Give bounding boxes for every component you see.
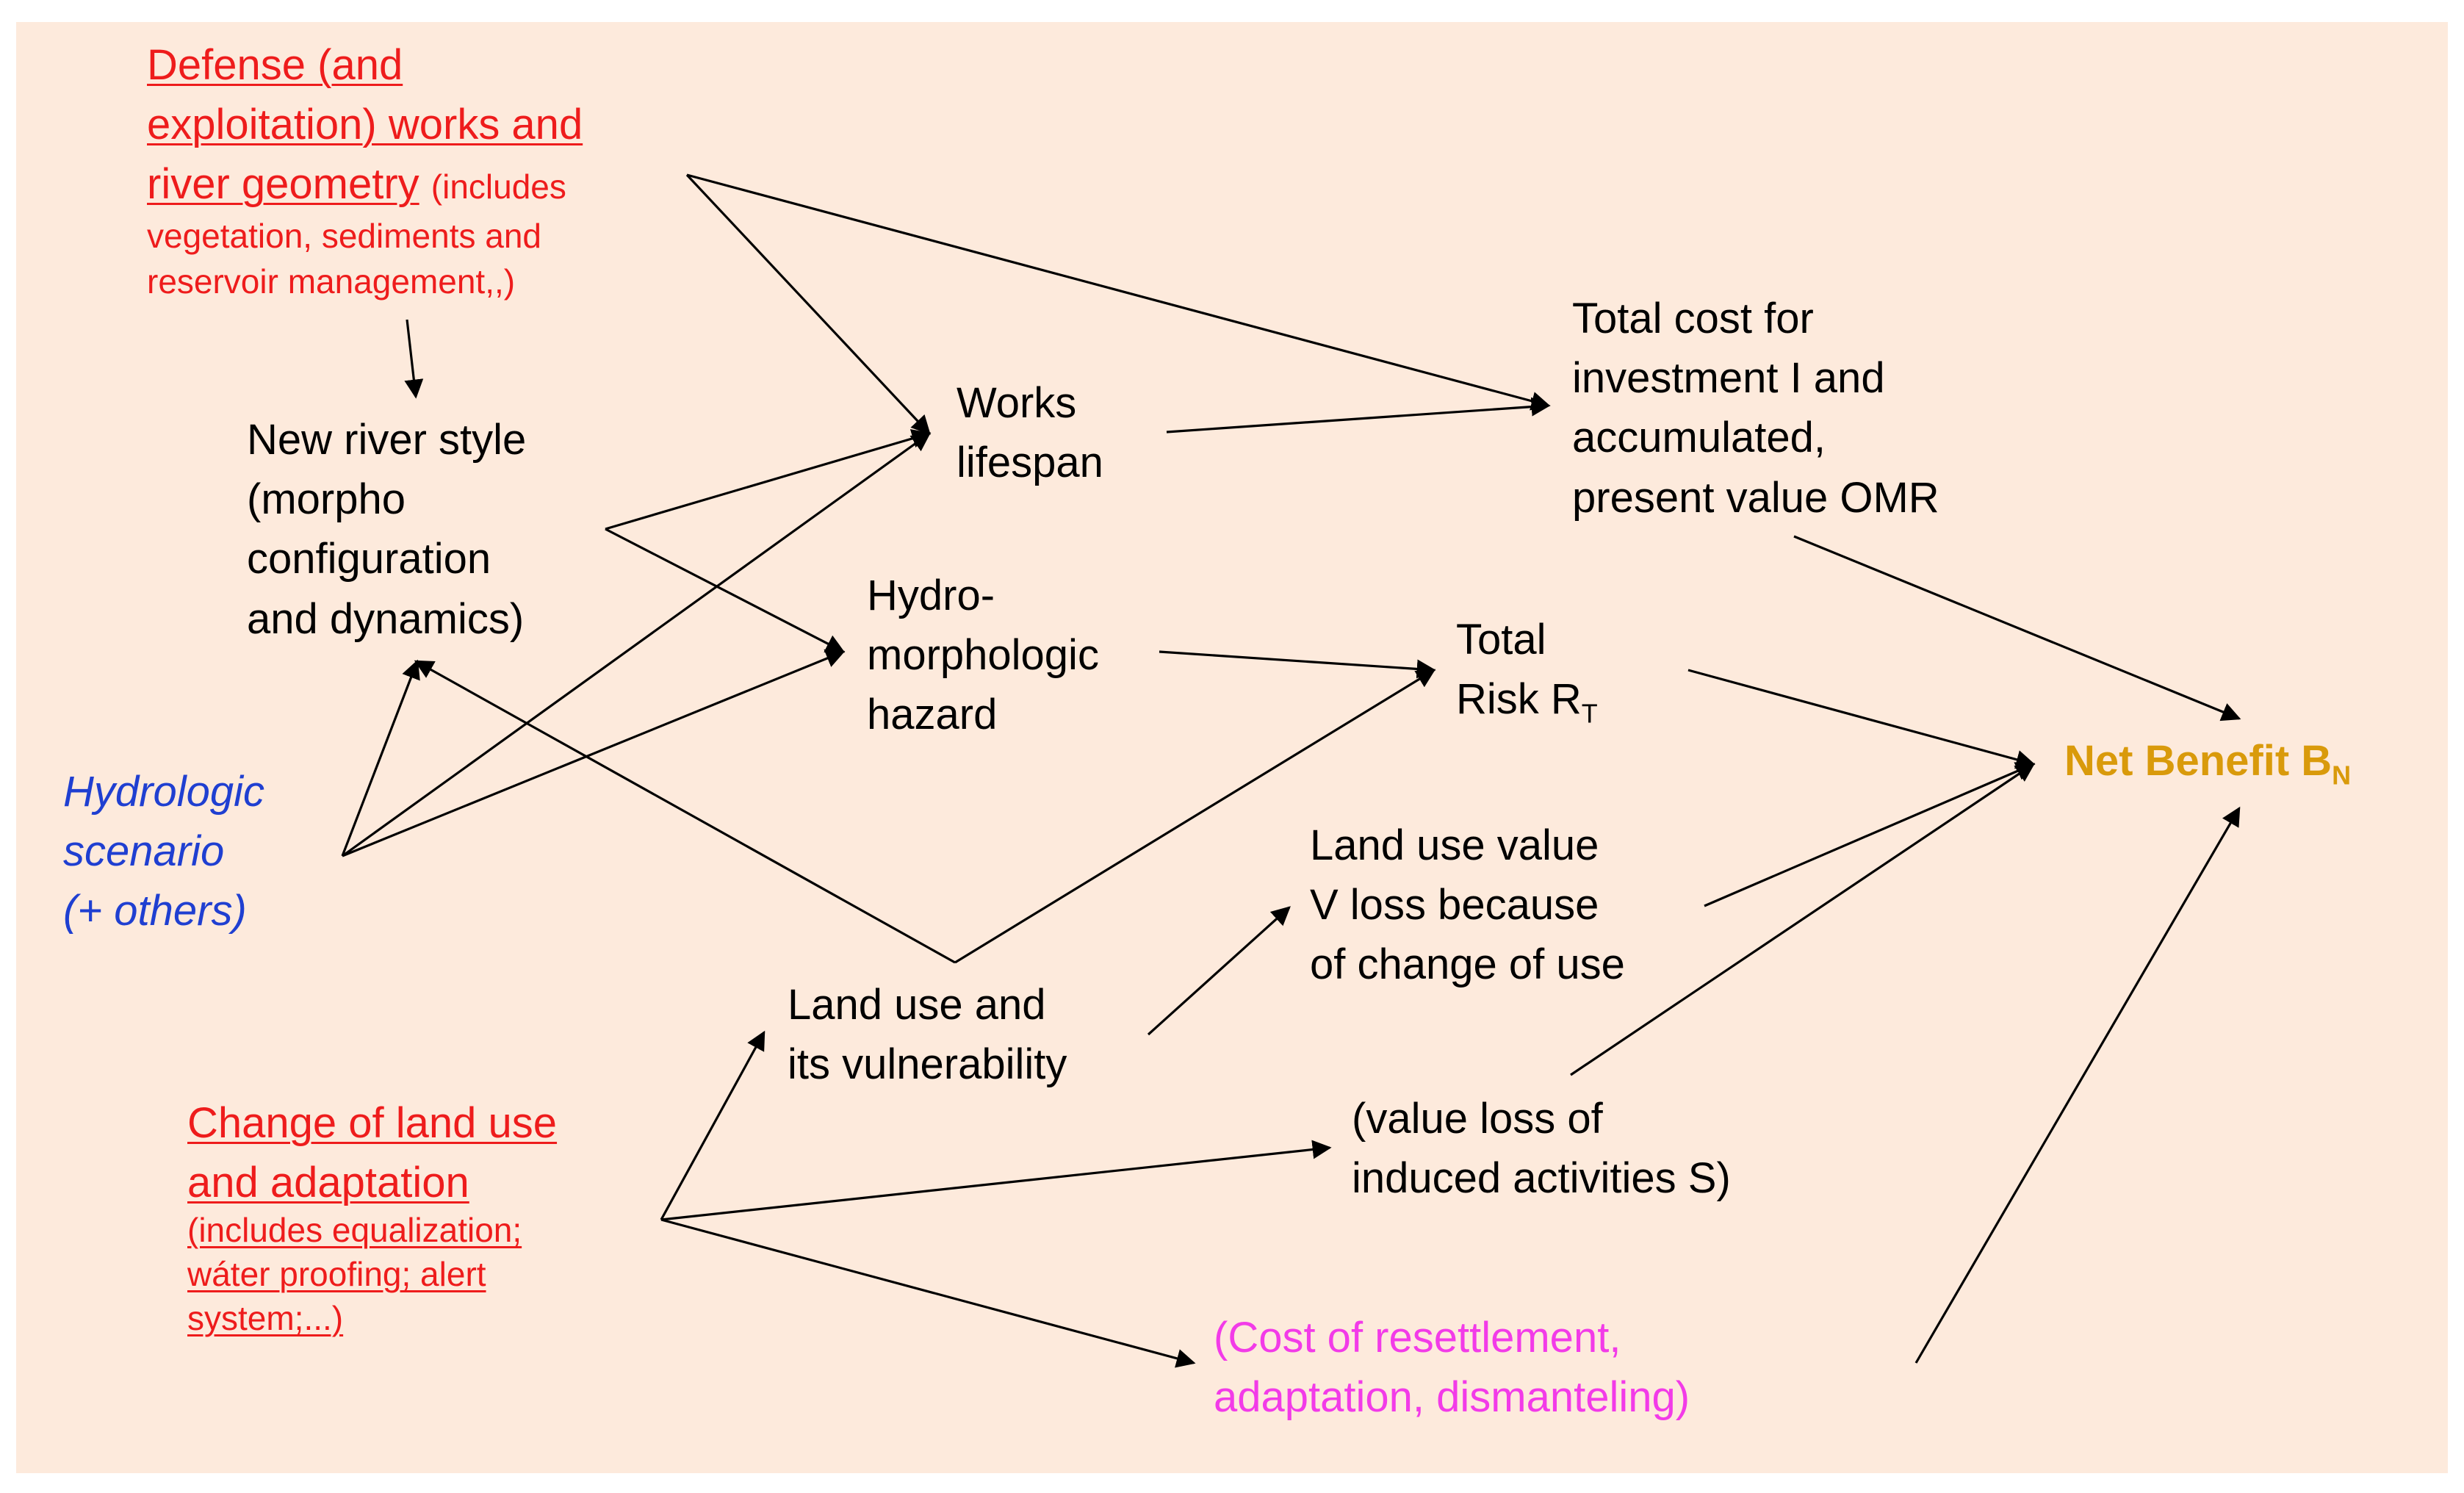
works-lifespan-line-1: Works	[957, 379, 1077, 427]
hydrologic-scenario-line-3: (+ others)	[63, 887, 247, 935]
defense-works-line-2: exploitation) works and	[147, 101, 583, 149]
total-cost-line-1: Total cost for	[1572, 295, 1814, 342]
change-land-use-note: (includes equalization; wáter proofing; …	[187, 1209, 522, 1340]
arrow-new-river-style-to-works-lifespan	[605, 429, 932, 530]
arrow-land-use-to-new-river-style	[414, 660, 956, 964]
value-loss-induced-line-1: (value loss of	[1352, 1095, 1603, 1143]
total-risk-node: Total Risk RT	[1456, 610, 1598, 729]
arrow-defense-to-new-river-style	[404, 319, 424, 399]
total-cost-line-4: present value OMR	[1572, 473, 1939, 522]
arrow-vulnerability-to-land-value	[1147, 906, 1291, 1036]
hydrologic-scenario-line-1: Hydrologic	[63, 768, 264, 816]
new-river-style-line-4: and dynamics)	[247, 594, 525, 643]
works-lifespan-line-2: lifespan	[957, 439, 1103, 487]
land-use-value-line-3: of change of use	[1310, 940, 1625, 989]
new-river-style-node: New river style (morpho configuration an…	[247, 410, 526, 649]
diagram-background	[16, 22, 2448, 1473]
arrow-hydrologic-to-works-lifespan	[342, 432, 932, 857]
total-risk-line-1: Total	[1456, 616, 1546, 663]
total-risk-line-2: Risk R	[1456, 675, 1582, 724]
hydro-hazard-node: Hydro- morphologic hazard	[867, 566, 1099, 745]
arrow-land-value-to-net-benefit	[1704, 762, 2036, 907]
defense-works-node: Defense (and exploitation) works and riv…	[147, 35, 583, 215]
land-use-value-line-1: Land use value	[1310, 821, 1599, 869]
hydrologic-scenario-node: Hydrologic scenario (+ others)	[63, 762, 264, 941]
arrow-cost-to-net-benefit	[1793, 535, 2241, 722]
total-cost-node: Total cost for investment I and accumula…	[1572, 289, 1939, 528]
land-use-vulnerability-line-1: Land use and	[788, 981, 1046, 1029]
cost-resettlement-line-2: adaptation, dismanteling)	[1214, 1373, 1690, 1422]
value-loss-induced-line-2: induced activities S)	[1352, 1154, 1731, 1203]
net-benefit-subscript: N	[2332, 760, 2352, 791]
hydro-hazard-line-1: Hydro-	[867, 572, 995, 619]
net-benefit-node: Net Benefit BN	[2064, 731, 2351, 791]
defense-works-note-1: (includes	[431, 168, 566, 206]
change-land-use-node: Change of land use and adaptation	[187, 1093, 557, 1212]
new-river-style-line-2: (morpho	[247, 475, 406, 524]
hydrologic-scenario-line-2: scenario	[63, 827, 225, 876]
arrow-land-use-to-total-risk	[954, 669, 1436, 964]
arrow-hydrologic-to-hazard	[342, 649, 846, 857]
change-land-use-line-2: and adaptation	[187, 1159, 469, 1207]
value-loss-induced-node: (value loss of induced activities S)	[1352, 1089, 1731, 1208]
hydro-hazard-line-2: morphologic	[867, 631, 1099, 680]
hydro-hazard-line-3: hazard	[867, 691, 998, 739]
change-land-use-note-2: wáter proofing; alert	[187, 1254, 486, 1293]
arrow-change-to-induced-loss	[660, 1140, 1332, 1221]
new-river-style-line-3: configuration	[247, 535, 491, 583]
arrow-hazard-to-total-risk	[1159, 650, 1436, 679]
cost-resettlement-node: (Cost of resettlement, adaptation, disma…	[1214, 1308, 1690, 1427]
arrow-resettlement-to-net-benefit	[1914, 806, 2241, 1364]
defense-works-note-2: vegetation, sediments and	[147, 217, 542, 255]
net-benefit-label: Net Benefit B	[2064, 737, 2332, 785]
total-cost-line-2: investment I and	[1572, 354, 1885, 403]
land-use-vulnerability-node: Land use and its vulnerability	[788, 975, 1067, 1094]
change-land-use-note-3: system;...)	[187, 1298, 344, 1337]
arrow-defense-to-works-lifespan	[685, 173, 931, 435]
arrow-induced-loss-to-net-benefit	[1570, 763, 2036, 1076]
works-lifespan-node: Works lifespan	[957, 373, 1103, 492]
total-risk-subscript: T	[1581, 698, 1598, 729]
arrow-change-to-vulnerability	[660, 1030, 766, 1220]
defense-works-note: vegetation, sediments and reservoir mana…	[147, 213, 541, 304]
defense-works-line-1: Defense (and	[147, 41, 403, 89]
arrow-lifespan-to-total-cost	[1166, 397, 1551, 433]
land-use-value-line-2: V loss because	[1310, 881, 1599, 929]
new-river-style-line-1: New river style	[247, 416, 527, 464]
defense-works-line-3: river geometry	[147, 160, 419, 209]
cost-resettlement-line-1: (Cost of resettlement,	[1214, 1314, 1621, 1361]
land-use-value-node: Land use value V loss because of change …	[1310, 816, 1625, 995]
land-use-vulnerability-line-2: its vulnerability	[788, 1040, 1067, 1089]
change-land-use-line-1: Change of land use	[187, 1099, 558, 1147]
arrow-hydrologic-to-new-river-style	[341, 659, 420, 857]
total-cost-line-3: accumulated,	[1572, 414, 1826, 462]
arrow-change-to-resettlement	[660, 1218, 1196, 1368]
arrow-risk-to-net-benefit	[1687, 669, 2036, 769]
change-land-use-note-1: (includes equalization;	[187, 1211, 522, 1249]
arrow-defense-to-total-cost	[686, 173, 1551, 411]
arrow-new-river-style-to-hazard	[605, 528, 846, 653]
defense-works-note-3: reservoir management,,)	[147, 262, 516, 301]
